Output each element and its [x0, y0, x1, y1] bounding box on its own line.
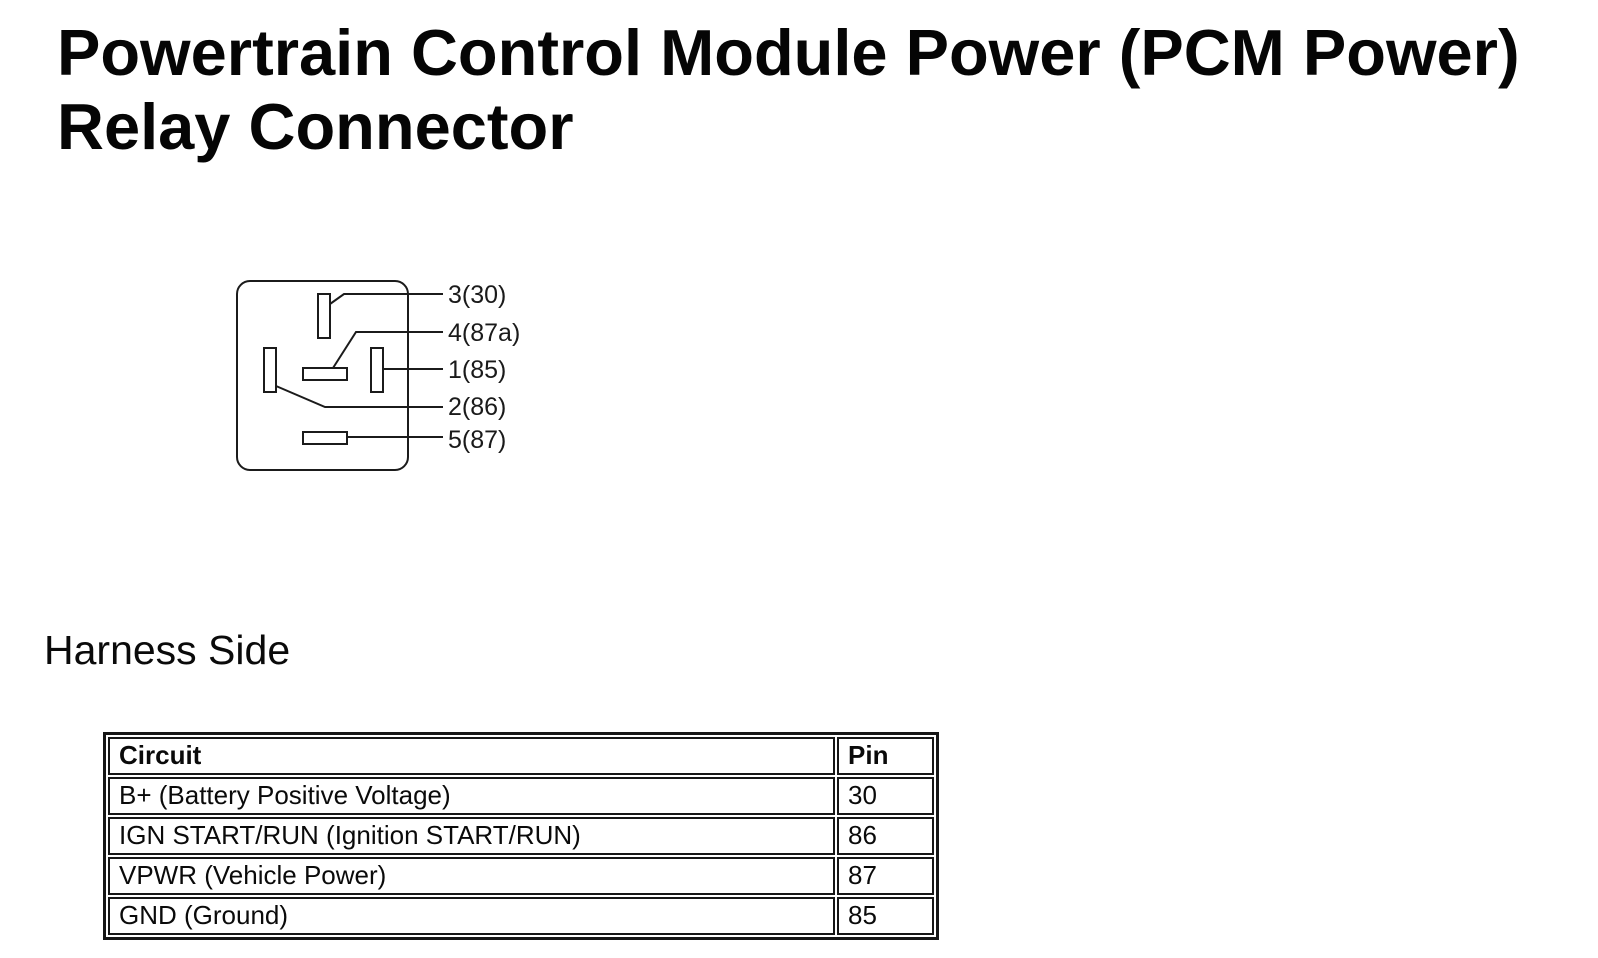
pin-3-slot [317, 293, 331, 339]
pin-2-slot [263, 347, 277, 393]
table-row: B+ (Battery Positive Voltage) 30 [108, 777, 934, 815]
pin-cell: 30 [837, 777, 934, 815]
pin-1-slot [370, 347, 384, 393]
leader-line-pin-3 [329, 293, 443, 305]
pin-label-5-87: 5(87) [448, 426, 507, 454]
table-header-row: Circuit Pin [108, 737, 934, 775]
pin-label-2-86: 2(86) [448, 393, 507, 421]
table-row: GND (Ground) 85 [108, 897, 934, 935]
column-header-pin: Pin [837, 737, 934, 775]
harness-side-heading: Harness Side [44, 627, 291, 673]
relay-connector-drawing [236, 280, 443, 471]
table-row: VPWR (Vehicle Power) 87 [108, 857, 934, 895]
pin-label-4-87a: 4(87a) [448, 319, 521, 347]
pin-cell: 87 [837, 857, 934, 895]
circuit-cell: VPWR (Vehicle Power) [108, 857, 835, 895]
pin-cell: 85 [837, 897, 934, 935]
pin-label-3-30: 3(30) [448, 281, 507, 309]
circuit-cell: IGN START/RUN (Ignition START/RUN) [108, 817, 835, 855]
circuit-pin-table: Circuit Pin B+ (Battery Positive Voltage… [103, 732, 939, 940]
circuit-cell: B+ (Battery Positive Voltage) [108, 777, 835, 815]
page-title: Powertrain Control Module Power (PCM Pow… [57, 16, 1520, 163]
pin-cell: 86 [837, 817, 934, 855]
column-header-circuit: Circuit [108, 737, 835, 775]
connector-body [236, 280, 409, 471]
pin-label-1-85: 1(85) [448, 356, 507, 384]
table-row: IGN START/RUN (Ignition START/RUN) 86 [108, 817, 934, 855]
pin-4-slot [302, 367, 348, 381]
leader-line-pin-4 [332, 331, 443, 369]
leader-line-pin-2 [275, 385, 443, 408]
pin-5-slot [302, 431, 348, 445]
circuit-cell: GND (Ground) [108, 897, 835, 935]
